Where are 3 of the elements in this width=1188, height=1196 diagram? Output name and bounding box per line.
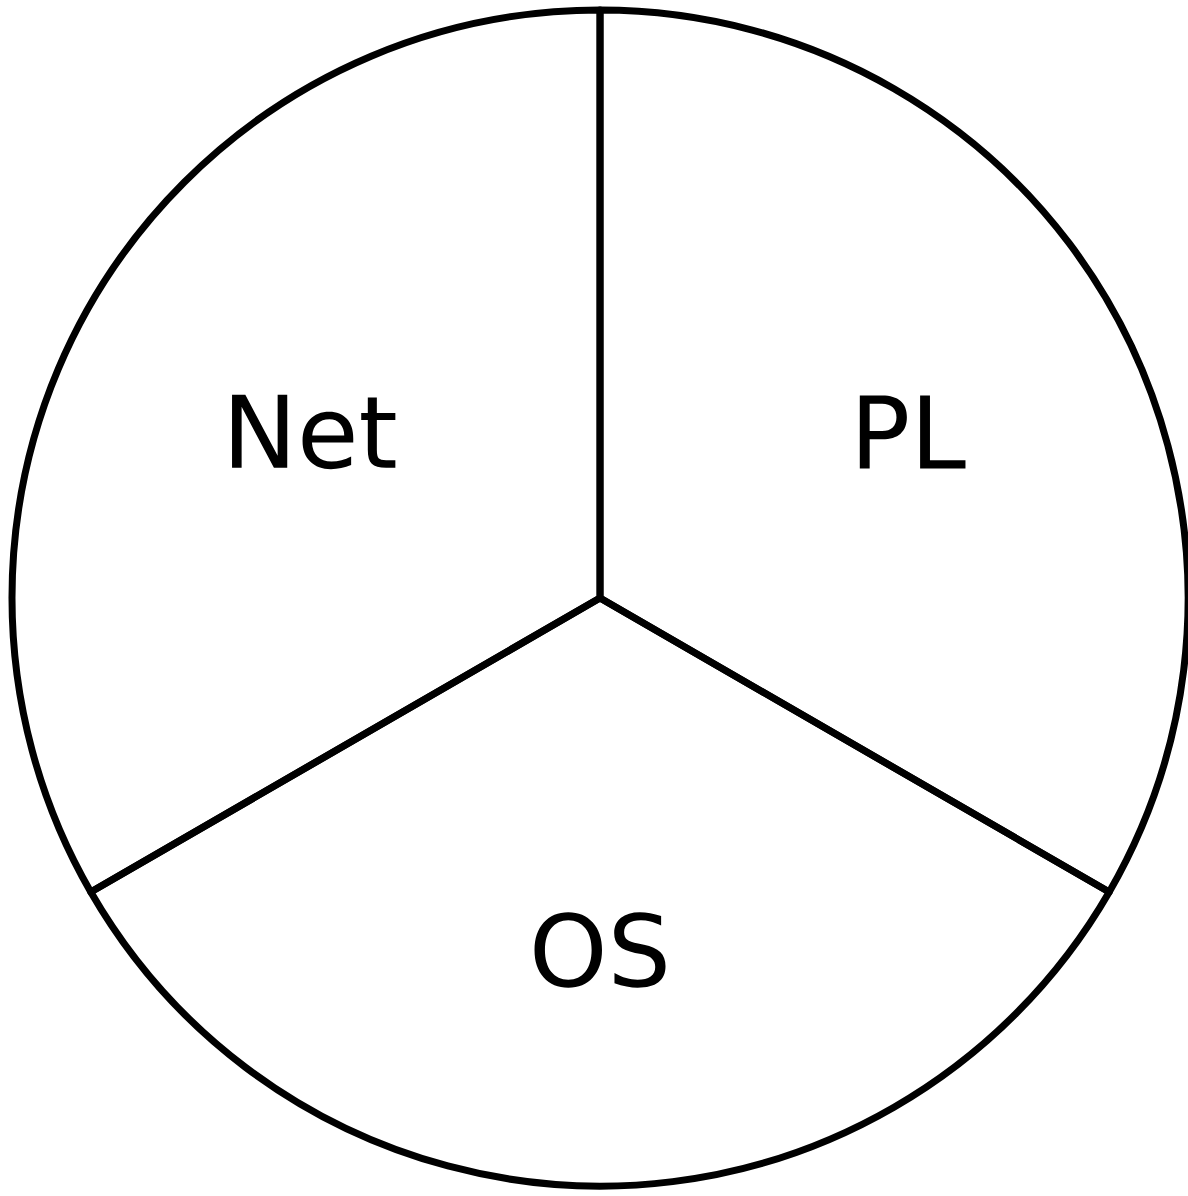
pie-sector: PL xyxy=(596,6,1188,896)
pie-sector: OS xyxy=(87,594,1113,1190)
pie-sector: Net xyxy=(8,6,604,896)
